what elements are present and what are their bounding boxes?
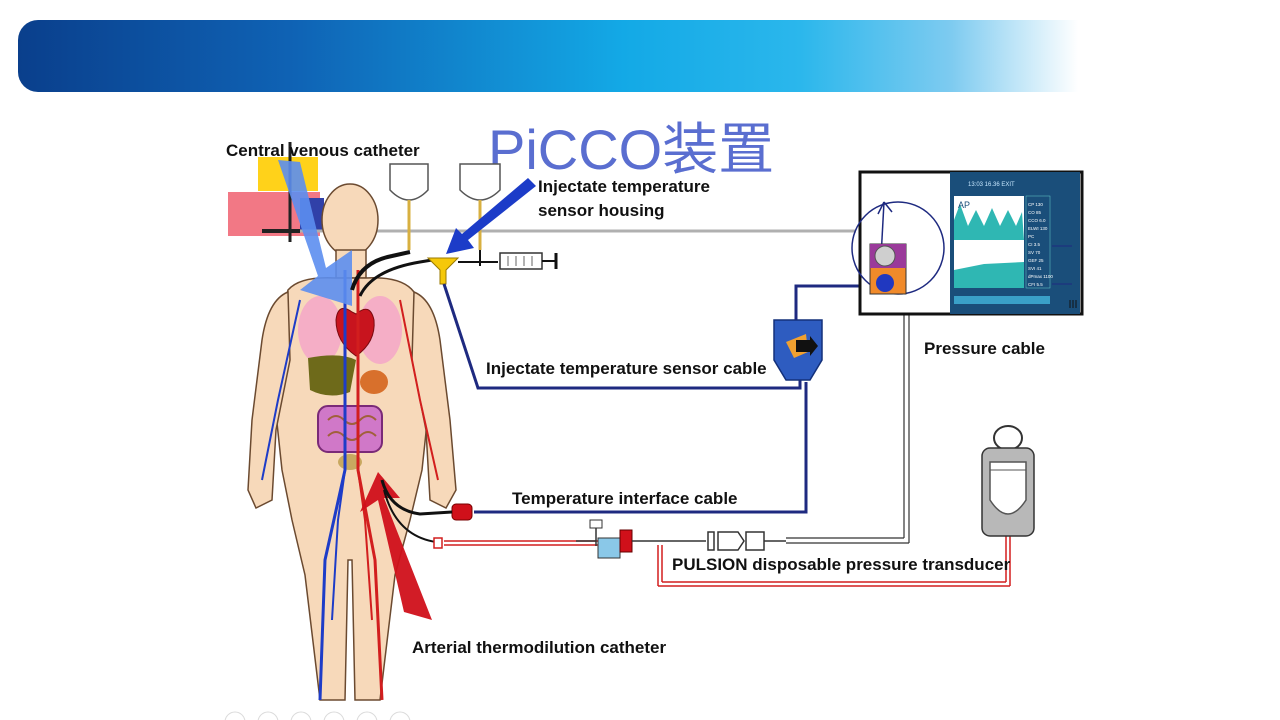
label-central-venous-catheter: Central venous catheter — [226, 141, 420, 160]
screen-readout: CP 130 — [1028, 202, 1043, 207]
header-banner — [18, 20, 1280, 92]
red-connector — [451, 503, 473, 521]
label-injectate-temp-sensor-housing-1: Injectate temperature — [538, 177, 710, 196]
screen-readout: CO 85 — [1028, 210, 1042, 215]
label-pulsion-transducer: PULSION disposable pressure transducer — [672, 555, 1011, 574]
temperature-interface-cable — [474, 382, 808, 514]
picco-monitor: AP PCCI 13:03 16.36 EXIT CP 130 CO 85 CC… — [851, 170, 1084, 316]
label-injectate-temp-sensor-housing-2: sensor housing — [538, 201, 665, 220]
screen-readout: CI 3.5 — [1028, 242, 1041, 247]
label-injectate-temp-sensor-cable: Injectate temperature sensor cable — [486, 359, 767, 378]
decorative-circles — [224, 711, 411, 720]
pressure-bag — [981, 425, 1035, 537]
screen-readout: PC — [1028, 234, 1035, 239]
arterial-pressure-line — [433, 534, 1011, 587]
screen-readout: CFI 5.5 — [1028, 282, 1043, 287]
injectate-housing-arrow — [446, 178, 536, 254]
syringe — [458, 250, 558, 270]
screen-readout: ELWI 130 — [1028, 226, 1048, 231]
label-pressure-cable: Pressure cable — [924, 339, 1045, 358]
label-arterial-catheter: Arterial thermodilution catheter — [412, 638, 667, 657]
central-venous-arrow — [278, 160, 352, 306]
slide-title: PiCCO装置 — [488, 118, 775, 181]
screen-pcci-label: PCCI — [958, 252, 980, 262]
injectate-temp-sensor-cable — [442, 283, 802, 390]
pressure-transducer-assembly — [576, 519, 786, 559]
label-temperature-interface-cable: Temperature interface cable — [512, 489, 738, 508]
iv-bags — [389, 163, 501, 250]
screen-readout: SVI 41 — [1028, 266, 1042, 271]
screen-time-text: 13:03 16.36 EXIT — [968, 182, 1015, 188]
arterial-arrow — [360, 472, 432, 620]
screen-readout: GEF 25 — [1028, 258, 1044, 263]
screen-readout: SV 70 — [1028, 250, 1041, 255]
screen-ap-label: AP — [958, 200, 970, 210]
injectate-sensor-housing — [426, 257, 460, 285]
temperature-interface-module — [773, 284, 868, 381]
screen-readout: dPmax 1100 — [1028, 274, 1053, 279]
screen-readout: CCO 6.0 — [1028, 218, 1046, 223]
